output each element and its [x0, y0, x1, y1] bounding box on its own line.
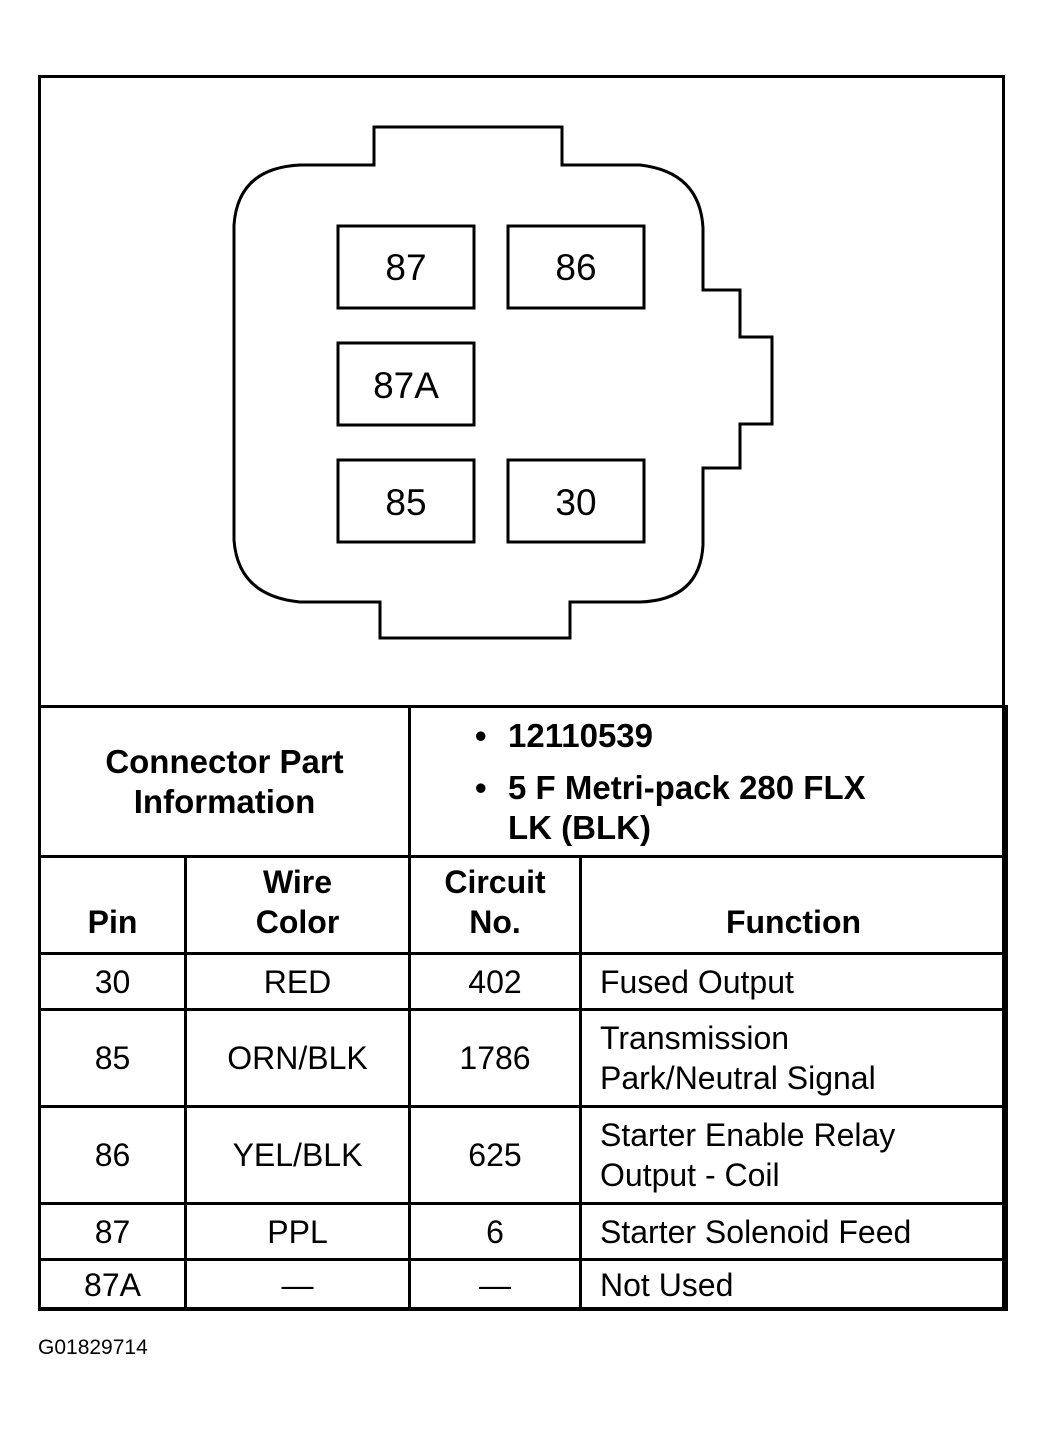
- pin-label-30: 30: [555, 482, 597, 523]
- function-line2: Output - Coil: [600, 1157, 780, 1193]
- function-line1: Transmission: [600, 1020, 790, 1056]
- table-row: 87A — — Not Used: [38, 1258, 1008, 1311]
- header-circuit-line2: No.: [469, 904, 521, 940]
- wire-color-cell: ORN/BLK: [184, 1008, 411, 1108]
- header-pin-text: Pin: [87, 904, 138, 940]
- header-circuit-no: Circuit No.: [408, 855, 582, 955]
- circuit-cell: 6: [408, 1202, 582, 1261]
- connector-face-drawing: [232, 125, 774, 640]
- header-row: Pin Wire Color Circuit No. Function: [38, 855, 1008, 955]
- pin-cell: 86: [38, 1105, 187, 1205]
- pin-cell: 87: [38, 1202, 187, 1261]
- bullet-icon: •: [475, 768, 487, 806]
- function-line1: Starter Solenoid Feed: [600, 1213, 912, 1250]
- function-line2: Park/Neutral Signal: [600, 1060, 876, 1096]
- header-pin: Pin: [38, 855, 187, 955]
- part-info-label-line2: Information: [133, 782, 316, 820]
- part-description-line2: LK (BLK): [508, 808, 651, 846]
- pin-cavity-30: [506, 458, 646, 544]
- part-info-values: • 12110539 • 5 F Metri-pack 280 FLX LK (…: [408, 705, 1008, 858]
- wire-color-cell: RED: [184, 952, 411, 1011]
- pin-cell: 87A: [38, 1258, 187, 1311]
- pin-cell: 85: [38, 1008, 187, 1108]
- connector-info-table: Connector Part Information • 12110539 • …: [38, 705, 1008, 1311]
- wire-color-cell: —: [184, 1258, 411, 1311]
- part-info-row: Connector Part Information • 12110539 • …: [38, 705, 1008, 858]
- header-circuit-line1: Circuit: [444, 864, 546, 900]
- table-row: 87 PPL 6 Starter Solenoid Feed: [38, 1202, 1008, 1261]
- function-line1: Not Used: [600, 1266, 734, 1303]
- part-description-line1: 5 F Metri-pack 280 FLX: [508, 768, 866, 806]
- pin-cavity-85: [336, 458, 476, 544]
- circuit-cell: 1786: [408, 1008, 582, 1108]
- circuit-cell: 402: [408, 952, 582, 1011]
- table-row: 30 RED 402 Fused Output: [38, 952, 1008, 1011]
- circuit-cell: —: [408, 1258, 582, 1311]
- header-function: Function: [579, 855, 1008, 955]
- part-number: 12110539: [508, 716, 654, 754]
- function-line1: Fused Output: [600, 963, 794, 1000]
- function-line1: Starter Enable Relay: [600, 1117, 896, 1153]
- header-function-text: Function: [725, 904, 862, 940]
- pin-label-87a: 87A: [373, 365, 439, 406]
- function-cell: Fused Output: [579, 952, 1008, 1011]
- function-cell: Not Used: [579, 1258, 1008, 1311]
- pin-cavity-87: [336, 224, 476, 310]
- part-info-label-line1: Connector Part: [105, 742, 344, 780]
- header-wire-color: Wire Color: [184, 855, 411, 955]
- part-number-item: • 12110539: [411, 716, 1005, 756]
- header-wire-line2: Color: [255, 904, 340, 940]
- function-cell: Transmission Park/Neutral Signal: [579, 1008, 1008, 1108]
- connector-housing-outline: [232, 125, 774, 640]
- pin-cavity-87a: [336, 341, 476, 427]
- figure-id-caption: G01829714: [38, 1336, 148, 1359]
- table-row: 85 ORN/BLK 1786 Transmission Park/Neutra…: [38, 1008, 1008, 1108]
- function-cell: Starter Solenoid Feed: [579, 1202, 1008, 1261]
- function-cell: Starter Enable Relay Output - Coil: [579, 1105, 1008, 1205]
- circuit-cell: 625: [408, 1105, 582, 1205]
- part-description-item: • 5 F Metri-pack 280 FLX LK (BLK): [411, 768, 1005, 848]
- pin-cavity-86: [506, 224, 646, 310]
- pin-label-87: 87: [385, 247, 427, 288]
- pin-cell: 30: [38, 952, 187, 1011]
- pin-label-86: 86: [555, 247, 597, 288]
- bullet-icon: •: [475, 716, 487, 754]
- wire-color-cell: YEL/BLK: [184, 1105, 411, 1205]
- pin-label-85: 85: [385, 482, 427, 523]
- table-row: 86 YEL/BLK 625 Starter Enable Relay Outp…: [38, 1105, 1008, 1205]
- wire-color-cell: PPL: [184, 1202, 411, 1261]
- header-wire-line1: Wire: [262, 864, 333, 900]
- part-info-label: Connector Part Information: [38, 705, 411, 858]
